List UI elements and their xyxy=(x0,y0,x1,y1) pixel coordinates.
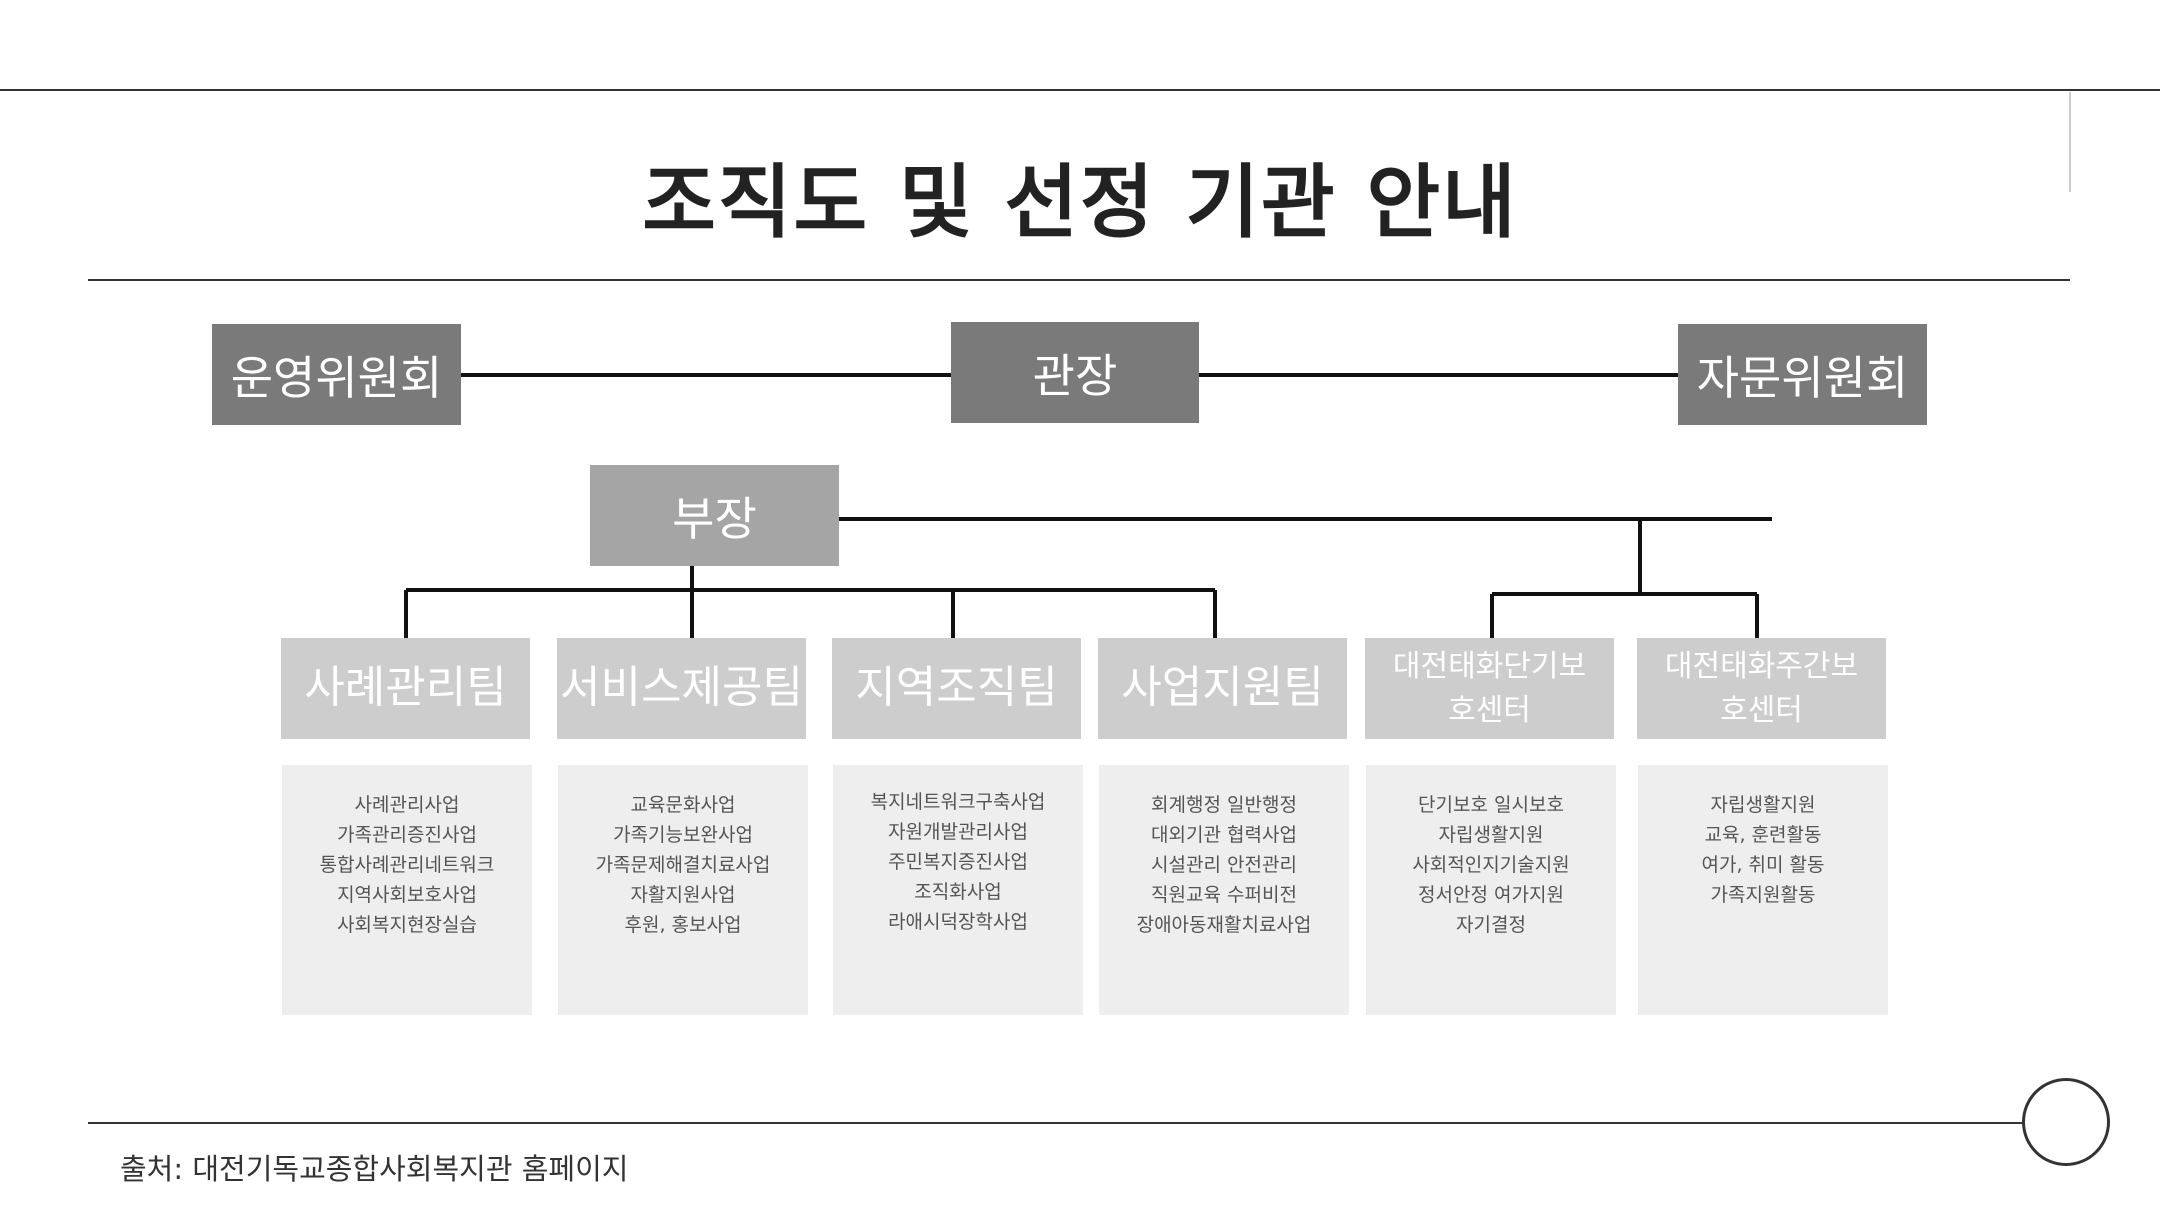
list-item: 장애아동재활치료사업 xyxy=(1136,914,1312,936)
team-header-day-center: 대전태화주간보 호센터 xyxy=(1637,638,1886,739)
top-border-line xyxy=(0,89,2160,91)
list-item: 후원, 홍보사업 xyxy=(624,914,742,936)
right-vertical-line xyxy=(2069,92,2071,192)
operating-committee-label: 운영위원회 xyxy=(230,350,443,405)
team-content-short-term-center: 단기보호 일시보호 자립생활지원 사회적인지기술지원 정서안정 여가지원 자기결… xyxy=(1366,765,1616,1015)
list-item: 가족관리증진사업 xyxy=(337,824,477,846)
list-item: 회계행정 일반행정 xyxy=(1151,794,1297,816)
manager-label: 부장 xyxy=(672,491,757,546)
advisory-committee-box: 자문위원회 xyxy=(1678,324,1927,425)
team-content-community: 복지네트워크구축사업 자원개발관리사업 주민복지증진사업 조직화사업 라애시덕장… xyxy=(833,765,1083,1015)
team-name: 지역조직팀 xyxy=(855,662,1058,714)
list-item: 조직화사업 xyxy=(914,881,1002,903)
footer-line xyxy=(88,1122,2024,1124)
team-header-short-term-center: 대전태화단기보 호센터 xyxy=(1365,638,1614,739)
page-title: 조직도 및 선정 기관 안내 xyxy=(642,156,1518,249)
list-item: 자활지원사업 xyxy=(630,884,736,906)
list-item: 지역사회보호사업 xyxy=(337,884,477,906)
page-circle-ornament xyxy=(2022,1078,2110,1166)
list-item: 사례관리사업 xyxy=(354,794,460,816)
list-item: 주민복지증진사업 xyxy=(888,851,1028,873)
title-underline xyxy=(88,279,2070,281)
list-item: 여가, 취미 활동 xyxy=(1701,854,1825,876)
list-item: 통합사례관리네트워크 xyxy=(319,854,495,876)
list-item: 교육문화사업 xyxy=(630,794,736,816)
team-name-line2: 호센터 xyxy=(1448,692,1531,728)
team-content-day-center: 자립생활지원 교육, 훈련활동 여가, 취미 활동 가족지원활동 xyxy=(1638,765,1888,1015)
team-content-case-management: 사례관리사업 가족관리증진사업 통합사례관리네트워크 지역사회보호사업 사회복지… xyxy=(282,765,532,1015)
list-item: 자기결정 xyxy=(1456,914,1526,936)
team-header-case-management: 사례관리팀 xyxy=(281,638,530,739)
team-name-line2: 호센터 xyxy=(1720,692,1803,728)
advisory-committee-label: 자문위원회 xyxy=(1696,350,1909,405)
team-name: 사례관리팀 xyxy=(304,662,507,714)
list-item: 라애시덕장학사업 xyxy=(888,911,1028,933)
list-item: 자원개발관리사업 xyxy=(888,821,1028,843)
director-box: 관장 xyxy=(951,322,1199,423)
manager-box: 부장 xyxy=(590,465,839,566)
list-item: 자립생활지원 xyxy=(1438,824,1544,846)
team-name-line1: 대전태화주간보 xyxy=(1664,649,1859,684)
source-caption: 출처: 대전기독교종합사회복지관 홈페이지 xyxy=(120,1152,629,1186)
team-name-line1: 대전태화단기보 xyxy=(1392,649,1587,684)
list-item: 사회복지현장실습 xyxy=(337,914,477,936)
team-name: 사업지원팀 xyxy=(1121,662,1324,714)
list-item: 복지네트워크구축사업 xyxy=(870,791,1046,813)
team-name: 서비스제공팀 xyxy=(560,662,803,714)
list-item: 가족기능보완사업 xyxy=(613,824,753,846)
team-content-support: 회계행정 일반행정 대외기관 협력사업 시설관리 안전관리 직원교육 수퍼비전 … xyxy=(1099,765,1349,1015)
list-item: 직원교육 수퍼비전 xyxy=(1151,884,1297,906)
team-header-service: 서비스제공팀 xyxy=(557,638,806,739)
operating-committee-box: 운영위원회 xyxy=(212,324,461,425)
team-header-community: 지역조직팀 xyxy=(832,638,1081,739)
list-item: 교육, 훈련활동 xyxy=(1704,824,1822,846)
list-item: 가족문제해결치료사업 xyxy=(595,854,771,876)
director-label: 관장 xyxy=(1032,348,1118,403)
list-item: 시설관리 안전관리 xyxy=(1151,854,1297,876)
list-item: 정서안정 여가지원 xyxy=(1418,884,1564,906)
list-item: 자립생활지원 xyxy=(1710,794,1816,816)
list-item: 가족지원활동 xyxy=(1710,884,1816,906)
team-header-support: 사업지원팀 xyxy=(1098,638,1347,739)
list-item: 사회적인지기술지원 xyxy=(1412,854,1570,876)
list-item: 단기보호 일시보호 xyxy=(1418,794,1564,816)
list-item: 대외기관 협력사업 xyxy=(1151,824,1297,846)
team-content-service: 교육문화사업 가족기능보완사업 가족문제해결치료사업 자활지원사업 후원, 홍보… xyxy=(558,765,808,1015)
